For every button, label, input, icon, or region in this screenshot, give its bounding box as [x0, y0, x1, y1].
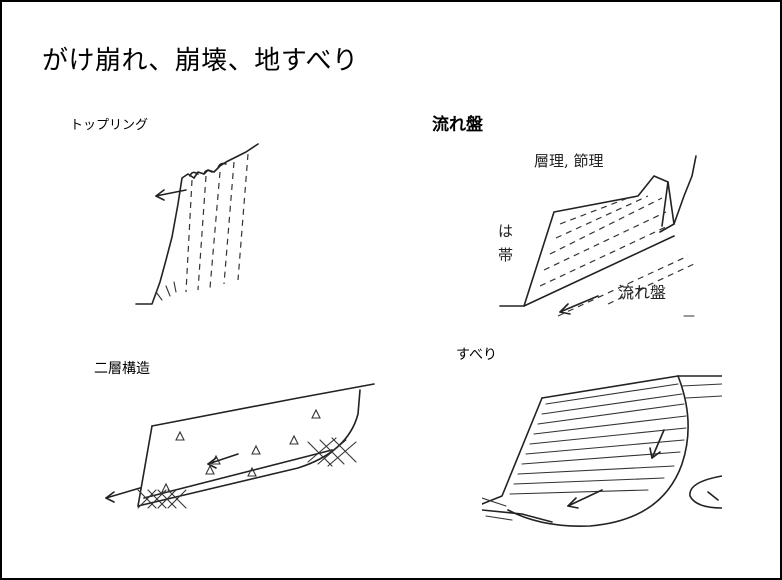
slide-title: がけ崩れ、崩壊、地すべり [42, 46, 359, 76]
dip-slope-diagram: 層理, 節理 は 帯 流れ盤 [498, 136, 698, 318]
dip-label-zone-1: は [498, 222, 513, 240]
two-layer-diagram [102, 380, 382, 520]
dip-label-dip: 流れ盤 [618, 283, 666, 302]
slide-diagram [482, 372, 722, 544]
toppling-diagram [130, 132, 280, 312]
dip-label-joints: 層理, 節理 [534, 152, 604, 170]
dip-label-zone-2: 帯 [498, 246, 513, 264]
caption-slide: すべり [456, 347, 498, 363]
caption-two-layer: 二層構造 [94, 361, 150, 377]
caption-dip-slope: 流れ盤 [432, 115, 483, 135]
caption-toppling: トップリング [70, 118, 149, 133]
